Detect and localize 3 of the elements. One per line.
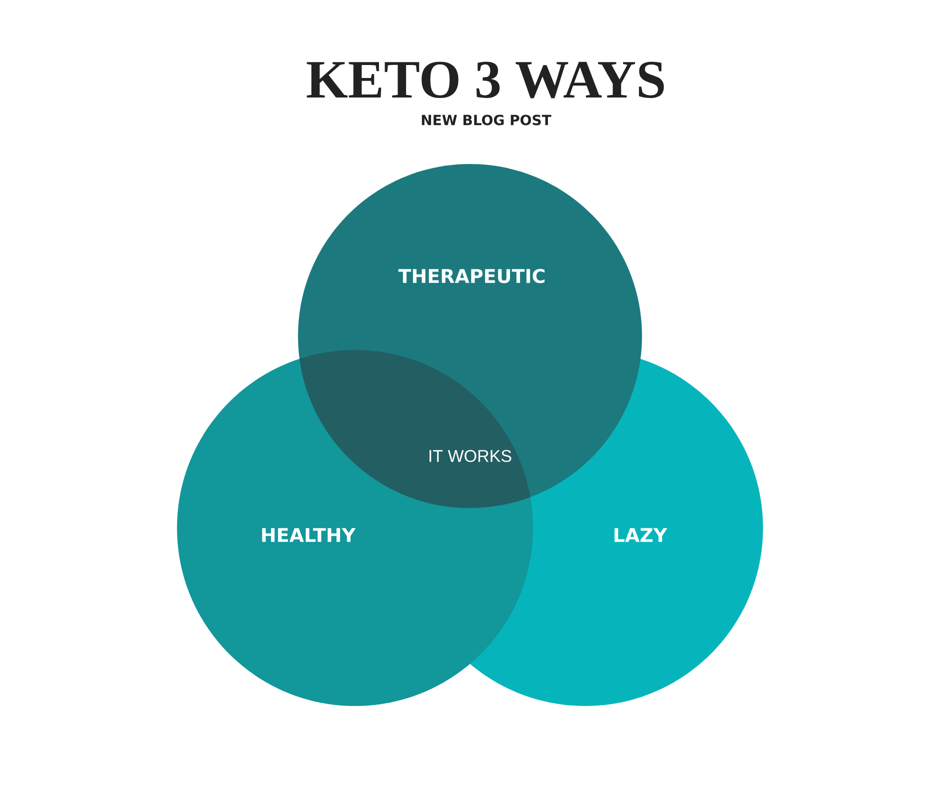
overlap-label: IT WORKS [430,450,512,462]
subtitle: NEW BLOG POST [422,114,552,126]
title: KETO 3 WAYS [306,62,664,98]
